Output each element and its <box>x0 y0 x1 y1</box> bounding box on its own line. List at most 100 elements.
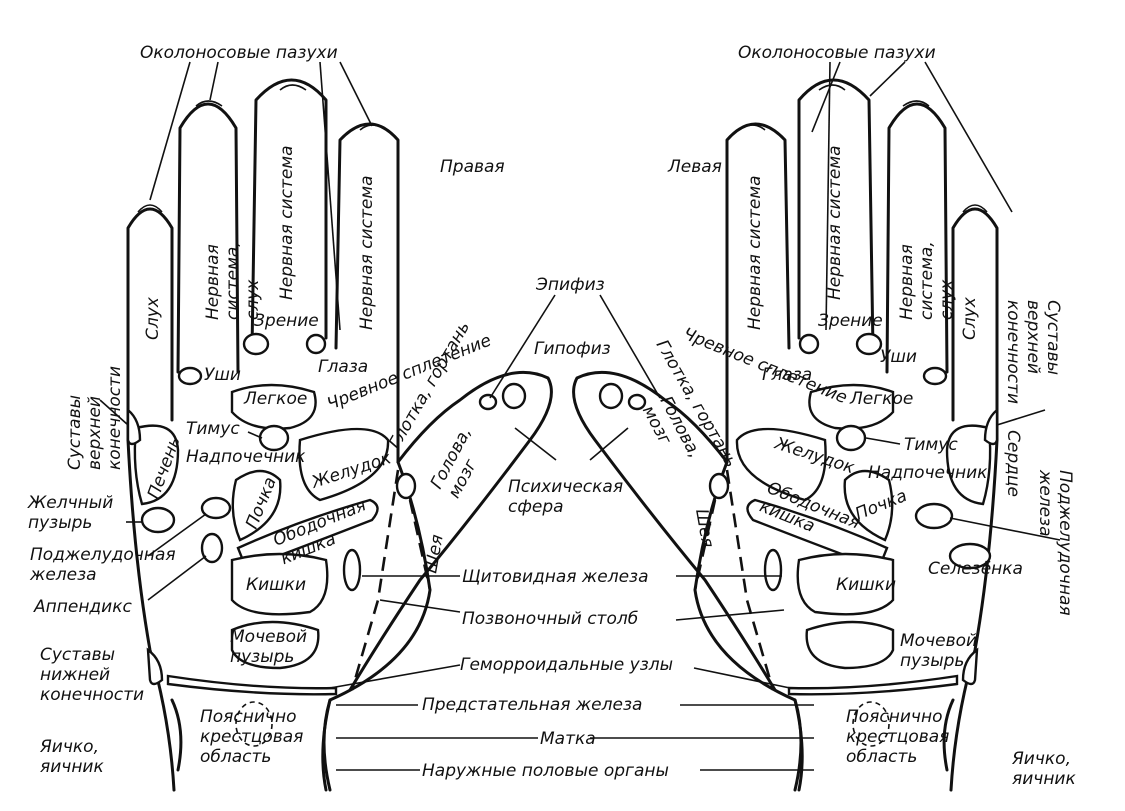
leader-line <box>514 427 557 461</box>
leader-line <box>339 61 373 127</box>
label-adrenal: Надпочечник <box>868 463 988 483</box>
leader-line <box>599 294 661 399</box>
zone-stomach <box>735 427 827 502</box>
zone-lower-limb-joint <box>146 647 164 686</box>
label-nervous-system: Нервная система <box>745 175 765 330</box>
label-eyes: Глаза <box>318 357 368 377</box>
label-neck: Шея <box>421 533 447 575</box>
right-foot <box>126 78 553 792</box>
label-neck: Шея <box>691 507 717 549</box>
label-prostate: Предстательная железа <box>422 695 642 715</box>
leader-line <box>329 664 461 689</box>
zone-hypophysis <box>598 382 624 410</box>
zone-lumbosacral <box>235 701 273 747</box>
leader-line <box>147 555 207 601</box>
leader-line <box>489 294 556 399</box>
toe-outline <box>250 78 328 352</box>
leader-line <box>869 61 906 97</box>
zone-ears <box>922 366 948 386</box>
leader-line <box>693 667 791 689</box>
zone-hypophysis <box>501 382 527 410</box>
spine-line <box>408 499 432 591</box>
leader-line <box>996 409 1046 426</box>
zone-epiphysis <box>478 393 498 411</box>
toenail <box>962 204 988 213</box>
label-eyes: Глаза <box>762 365 812 385</box>
label-side-left: Левая <box>667 157 722 177</box>
zone-uterus <box>793 698 803 792</box>
label-sinuses: Околоносовые пазухи <box>140 43 338 63</box>
label-ears: Уши <box>204 365 241 385</box>
toenail <box>137 204 163 213</box>
zone-thyroid <box>763 548 783 592</box>
zone-colon <box>236 498 379 570</box>
zone-lung <box>230 383 317 430</box>
left-foot <box>572 78 999 792</box>
label-hemorrhoids: Геморроидальные узлы <box>460 655 673 675</box>
label-spine: Позвоночный столб <box>462 609 638 629</box>
zone-hemorrhoids <box>787 674 959 696</box>
zone-neck-point <box>708 472 730 500</box>
toe-outline <box>725 122 791 464</box>
leader-line <box>924 61 1013 213</box>
label-spleen: Селезёнка <box>928 559 1023 579</box>
label-vision: Зрение <box>254 311 319 331</box>
label-nervous-hearing: Нервнаясистема,слух <box>897 241 957 320</box>
label-uterus: Матка <box>540 729 596 749</box>
zone-ears <box>177 366 203 386</box>
label-nervous-system: Нервная система <box>357 175 377 330</box>
label-sinuses: Околоносовые пазухи <box>738 43 936 63</box>
leader-line <box>319 61 341 331</box>
label-testicle-ovary: Яичко,яичник <box>1011 749 1076 789</box>
leader-line <box>147 513 207 557</box>
zone-neck-point <box>395 472 417 500</box>
zone-lumbosacral <box>852 701 890 747</box>
foot-outer-edge <box>949 438 999 792</box>
leader-line <box>949 517 1061 541</box>
label-appendix: Аппендикс <box>33 597 133 617</box>
foot-outer-edge <box>126 438 176 792</box>
label-thyroid: Щитовидная железа <box>462 567 649 587</box>
zone-vision <box>242 332 270 356</box>
zone-gallbladder <box>140 506 176 534</box>
label-lung: Легкое <box>243 389 307 409</box>
label-heart: Сердце <box>1003 430 1023 497</box>
zone-ovary <box>942 698 955 772</box>
label-intestines: Кишки <box>246 575 306 595</box>
toenail <box>818 84 846 91</box>
zone-lower-limb-joint <box>961 647 979 686</box>
label-pancreas: Поджелудочнаяжелеза <box>1035 469 1075 616</box>
zone-testicle <box>170 698 183 772</box>
toe-outline <box>334 122 400 464</box>
label-upper-limb-joints: Суставыверхнейконечности <box>1003 300 1063 404</box>
zone-eyes <box>305 333 327 355</box>
toe-outline <box>951 207 999 442</box>
label-thymus: Тимус <box>186 419 240 439</box>
zone-kidney <box>231 469 282 542</box>
zone-hemorrhoids <box>166 674 338 696</box>
toe-outline <box>885 102 949 374</box>
zone-eyes <box>798 333 820 355</box>
zone-spleen <box>948 542 992 570</box>
label-solar-plexus: Чревное сплетение <box>680 324 850 408</box>
leader-line <box>865 437 901 445</box>
label-colon: Ободочнаякишка <box>270 495 376 569</box>
label-nervous-hearing: Нервнаясистема,слух <box>203 241 263 320</box>
zone-uterus <box>322 698 332 792</box>
label-thymus: Тимус <box>904 435 958 455</box>
leader-line <box>209 61 219 101</box>
toenail <box>195 100 223 107</box>
leader-line <box>149 61 191 201</box>
label-head-brain: Голова,мозг <box>427 424 494 502</box>
zone-pancreas <box>914 502 954 530</box>
spine-line <box>693 499 717 591</box>
label-hearing: Слух <box>143 296 163 340</box>
toenail <box>359 124 387 131</box>
zone-liver <box>133 424 180 506</box>
